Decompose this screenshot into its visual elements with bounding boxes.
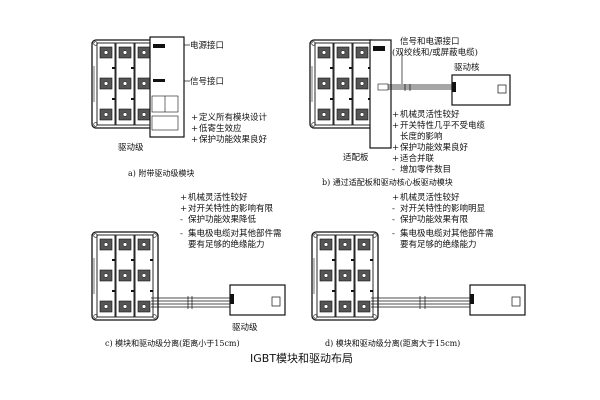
bullet-minus-icon: - [180,215,183,225]
bullet-text: 保护功能效果良好 [199,134,268,145]
bullets-c: +机械灵活性较好 +对开关特性的影响有限 -保护功能效果降低 -集电极电缆对其他… [180,192,282,250]
bullet-plus-icon: + [191,113,198,123]
figure-title: IGBT模块和驱动布局 [250,352,353,365]
bullet-plus-icon: + [191,124,198,134]
panel-b: 信号和电源接口 (双绞线和/或屏蔽电缆) 驱动核 适配板 +机械灵活性较好 +开… [309,36,511,187]
bullet-minus-icon: - [180,229,183,239]
label-cable: 信号和电源接口 [400,36,460,47]
caption-c: c) 模块和驱动级分离(距离小于15cm) [105,338,240,348]
bullet-minus-icon: - [392,229,395,239]
bullet-text: 机械灵活性较好 [188,192,248,203]
bullet-text: 保护功能效果良好 [400,142,469,153]
bullet-minus-icon: - [392,204,395,214]
igbt-module-c [91,231,159,321]
bullet-minus-icon: - [392,165,395,175]
bullet-text: 适合并联 [400,153,435,164]
caption-b: b) 通过适配板和驱动核心板驱动模块 [322,177,453,187]
bullet-plus-icon: + [392,154,399,164]
adapter-board [369,39,392,149]
label-driver-stage-c: 驱动级 [232,322,258,333]
bullet-text: 对开关特性的影响明显 [400,203,486,214]
bullet-text: 保护功能效果有限 [400,214,469,225]
bullet-text: 低寄生效应 [199,123,242,134]
bullet-text: 保护功能效果降低 [188,214,257,225]
label-driver-core: 驱动核 [454,62,480,73]
bullet-text: 机械灵活性较好 [400,109,460,120]
bullet-plus-icon: + [180,204,187,214]
bullet-plus-icon: + [392,110,399,120]
label-power-port: 电源接口 [190,40,224,51]
bullet-plus-icon: + [392,193,399,203]
caption-d: d) 模块和驱动级分离(距离大于15cm) [325,338,460,348]
panel-d: +机械灵活性较好 -对开关特性的影响明显 -保护功能效果有限 -集电极电缆对其他… [311,192,526,348]
bullet-text: 对开关特性的影响有限 [188,203,274,214]
label-adapter-board: 适配板 [343,152,369,163]
label-signal-port: 信号接口 [190,76,224,87]
bullet-text: 开关特性几乎不受电缆 [400,120,486,131]
driver-stage-c [229,284,286,316]
label-cable-type: (双绞线和/或屏蔽电缆) [392,47,478,58]
bullet-plus-icon: + [392,143,399,153]
panel-a: 电源接口 信号接口 驱动级 +定义所有模块设计 +低寄生效应 +保护功能效果良好… [91,36,268,178]
label-driver-stage-a: 驱动级 [118,142,144,153]
caption-a: a) 附带驱动级模块 [128,168,194,178]
bullets-d: +机械灵活性较好 -对开关特性的影响明显 -保护功能效果有限 -集电极电缆对其他… [392,192,494,250]
bullet-text: 集电极电缆对其他部件需 [188,228,282,239]
igbt-module-d [311,231,379,321]
igbt-module-a [91,39,159,129]
bullet-text: 增加零件数目 [400,164,451,175]
bullet-text: 机械灵活性较好 [400,192,460,203]
bullets-b: +机械灵活性较好 +开关特性几乎不受电缆 长度的影响 +保护功能效果良好 +适合… [392,109,486,175]
bullet-text: 定义所有模块设计 [199,112,268,123]
bullet-text: 要有足够的绝缘能力 [188,239,265,250]
bullet-plus-icon: + [392,121,399,131]
bullet-text: 要有足够的绝缘能力 [400,239,477,250]
igbt-module-b [309,39,377,129]
bullet-plus-icon: + [191,135,198,145]
bullet-plus-icon: + [180,193,187,203]
bullets-a: +定义所有模块设计 +低寄生效应 +保护功能效果良好 [191,112,268,145]
bullet-text: 长度的影响 [400,131,443,142]
panel-c: 驱动级 +机械灵活性较好 +对开关特性的影响有限 -保护功能效果降低 -集电极电… [91,192,286,348]
bullet-minus-icon: - [392,215,395,225]
bullet-text: 集电极电缆对其他部件需 [400,228,494,239]
